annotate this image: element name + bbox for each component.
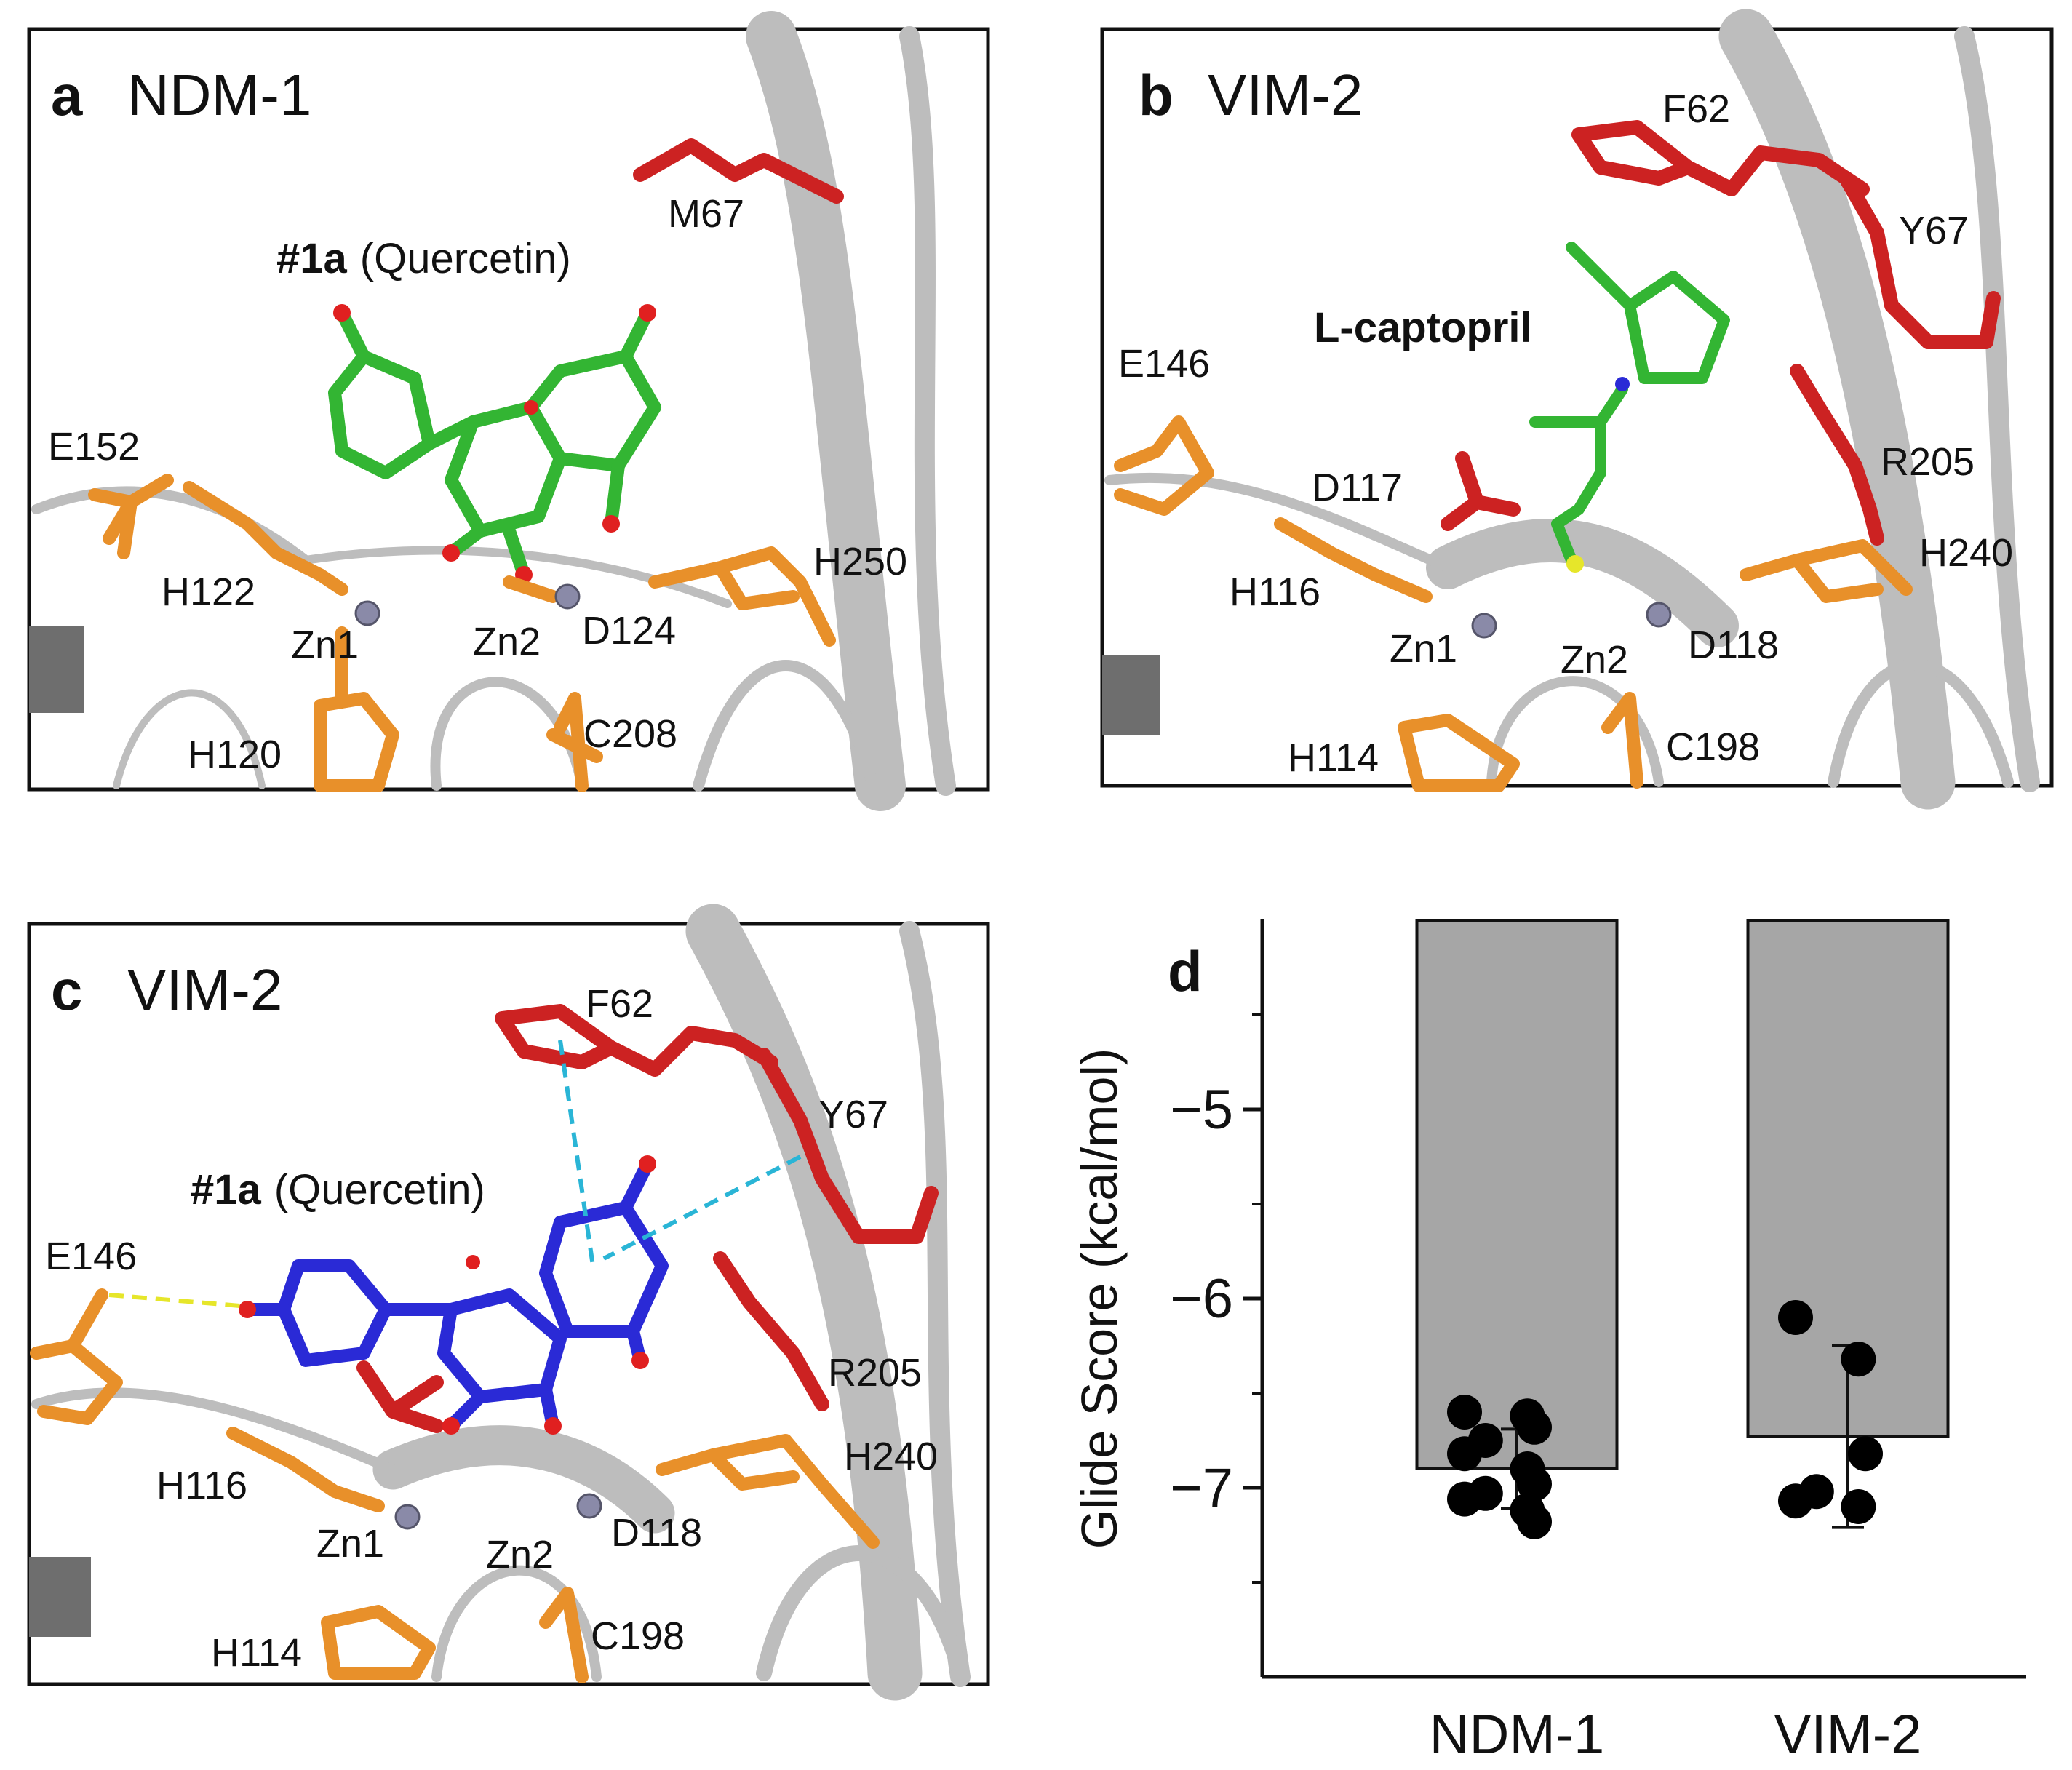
panel-b-title: VIM-2 (1208, 63, 1363, 127)
point-ndm-1-10 (1517, 1504, 1552, 1539)
panel-c-oxygens (239, 1155, 656, 1435)
y-tick-label-1: −6 (1170, 1268, 1233, 1330)
panel-b: b VIM-2 L-captopril F62 Y67 E146 D117 R2… (1100, 9, 2054, 810)
point-ndm-1-0 (1447, 1395, 1482, 1430)
point-ndm-1-6 (1517, 1466, 1552, 1502)
panel-c-ligand-note: (Quercetin) (274, 1166, 485, 1213)
panel-c-ligand-label: #1a (Quercetin) (191, 1166, 485, 1213)
panel-c-ribbon-end (29, 1557, 91, 1637)
panel-c-title: VIM-2 (127, 957, 282, 1022)
chart-bars (1415, 919, 1950, 1470)
panel-b-zn1-sphere (1471, 613, 1497, 639)
point-vim-2-2 (1848, 1436, 1883, 1472)
panel-c-residue-h114: H114 (211, 1631, 302, 1675)
panel-a-ligand-name: #1a (276, 235, 348, 282)
panel-b-residue-h116: H116 (1230, 570, 1320, 614)
panel-a-zn1-sphere (354, 600, 380, 626)
point-ndm-1-2 (1517, 1409, 1552, 1445)
panel-a-residue-h122: H122 (162, 570, 255, 614)
panel-b-ligand-name: L-captopril (1314, 304, 1532, 351)
point-vim-2-0 (1778, 1300, 1813, 1335)
panel-c-orange-residues (30, 1288, 880, 1683)
panel-b-residue-c198: C198 (1666, 725, 1760, 769)
point-vim-2-4 (1778, 1483, 1813, 1519)
panel-a-letter: a (51, 63, 83, 127)
panel-c-residue-c198: C198 (591, 1614, 685, 1658)
panel-d: d NDM-1 VIM-2 −5 −6 −7 Glide Score (kcal/mol… (1071, 919, 2026, 1766)
panel-b-zn2-sphere (1646, 602, 1672, 628)
panel-a-zn1-label: Zn1 (291, 623, 359, 667)
point-ndm-1-8 (1447, 1481, 1482, 1517)
x-tick-label-vim-2: VIM-2 (1774, 1704, 1922, 1766)
panel-c-residue-r205: R205 (828, 1351, 922, 1395)
panel-c-residue-d118: D118 (611, 1511, 702, 1555)
point-vim-2-1 (1841, 1342, 1876, 1377)
panel-c-zn2-label: Zn2 (486, 1533, 554, 1576)
panel-c-residue-f62: F62 (586, 982, 653, 1026)
panel-c: c VIM-2 #1a (Quercetin) F62 Y67 E146 R205… (27, 904, 990, 1701)
panel-b-ribbon-end (1102, 655, 1160, 735)
panel-c-letter: c (51, 958, 82, 1022)
panel-b-nitrogen (1615, 377, 1630, 391)
residue-m67-stick (633, 138, 844, 204)
panel-a-residue-m67: M67 (668, 192, 744, 236)
panel-b-residue-d117: D117 (1312, 466, 1403, 509)
panel-c-red-residues (356, 1004, 939, 1433)
x-tick-label-ndm-1: NDM-1 (1430, 1704, 1605, 1766)
panel-a-oxygens (333, 304, 656, 583)
panel-c-interactions (108, 1040, 802, 1308)
panel-a-residue-d124: D124 (582, 609, 676, 653)
panel-b-residue-h240: H240 (1919, 531, 2013, 575)
panel-c-zn1-label: Zn1 (316, 1522, 384, 1566)
panel-c-ribbon (31, 904, 971, 1701)
panel-a-residue-h120: H120 (188, 733, 282, 776)
panel-b-zn1-label: Zn1 (1390, 627, 1457, 671)
panel-c-residue-e146: E146 (45, 1235, 137, 1278)
panel-a-residue-c208: C208 (583, 712, 677, 756)
panel-b-ribbon (1104, 9, 2040, 810)
panel-c-zn2-sphere (576, 1493, 602, 1519)
panel-b-sulfur (1566, 555, 1584, 573)
panel-b-residue-e146: E146 (1118, 342, 1210, 386)
panel-a: a NDM-1 #1a (Quercetin) M67 E152 H122 Zn1… (27, 11, 990, 811)
panel-a-ribbon-end (29, 626, 84, 713)
panel-c-ligand-name: #1a (191, 1166, 262, 1213)
chart-y-axis-label: Glide Score (kcal/mol) (1071, 1048, 1128, 1550)
panel-b-red-residues (1441, 120, 2001, 546)
panel-b-residue-d118: D118 (1688, 623, 1779, 667)
panel-c-residue-y67: Y67 (818, 1093, 888, 1136)
panel-a-title: NDM-1 (127, 63, 311, 127)
panel-a-residue-e152: E152 (48, 425, 140, 469)
panel-b-residue-y67: Y67 (1899, 209, 1969, 252)
panel-a-zn2-label: Zn2 (473, 620, 541, 663)
panel-b-letter: b (1139, 63, 1174, 127)
panel-a-zn2-sphere (554, 583, 581, 610)
panel-c-zn1-sphere (394, 1504, 421, 1530)
bar-ndm-1 (1415, 919, 1619, 1470)
panel-b-orange-residues (1114, 415, 1913, 792)
point-vim-2-5 (1841, 1489, 1876, 1524)
panel-a-ligand-label: #1a (Quercetin) (276, 235, 571, 282)
panel-a-orange-residues (88, 474, 836, 792)
panel-b-residue-h114: H114 (1288, 736, 1379, 780)
y-tick-label-2: −7 (1170, 1457, 1233, 1519)
panel-c-residue-h116: H116 (156, 1464, 247, 1507)
panel-a-ribbon (31, 11, 956, 811)
y-tick-label-0: −5 (1170, 1079, 1233, 1141)
chart-points (1447, 1300, 1883, 1539)
panel-c-residue-h240: H240 (844, 1435, 938, 1478)
panel-a-residue-h250: H250 (813, 540, 907, 583)
panel-a-ligand-note: (Quercetin) (360, 235, 571, 282)
panel-d-letter: d (1168, 939, 1203, 1003)
panel-b-residue-f62: F62 (1662, 87, 1730, 131)
point-ndm-1-4 (1447, 1436, 1482, 1472)
panel-b-zn2-label: Zn2 (1561, 638, 1628, 682)
chart-axes: NDM-1 VIM-2 −5 −6 −7 (1170, 919, 2026, 1766)
panel-b-residue-r205: R205 (1881, 440, 1975, 484)
panel-b-ligand (1529, 242, 1730, 566)
